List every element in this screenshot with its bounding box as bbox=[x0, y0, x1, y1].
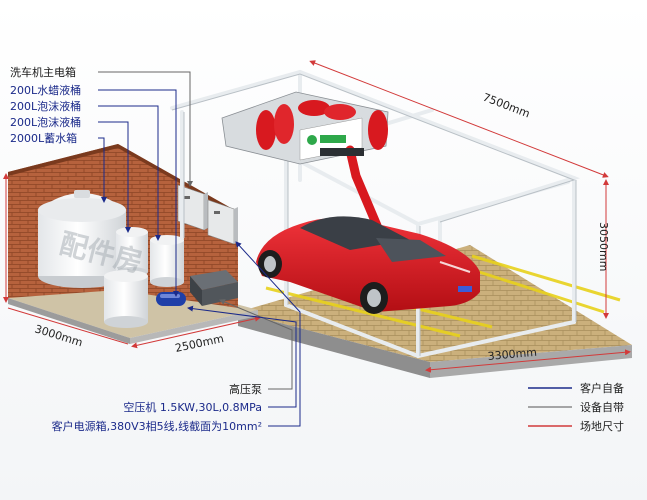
label-main-electric-box: 洗车机主电箱 bbox=[10, 65, 76, 79]
label-foam-barrel-1: 200L泡沫液桶 bbox=[10, 99, 81, 113]
legend: 客户自备 设备自带 场地尺寸 bbox=[528, 381, 624, 433]
legend-label-equipment: 设备自带 bbox=[580, 400, 624, 414]
callout-leaders-bottom bbox=[187, 241, 301, 427]
customer-power-box bbox=[207, 199, 238, 245]
label-air-compressor: 空压机 1.5KW,30L,0.8MPa bbox=[123, 400, 262, 414]
legend-label-site: 场地尺寸 bbox=[580, 419, 624, 433]
red-car bbox=[256, 216, 480, 314]
label-wax-barrel: 200L水蜡液桶 bbox=[10, 83, 81, 97]
legend-label-customer: 客户自备 bbox=[580, 381, 624, 395]
label-foam-barrel-2: 200L泡沫液桶 bbox=[10, 115, 81, 129]
label-water-tank: 2000L蓄水箱 bbox=[10, 131, 77, 145]
wax-barrel bbox=[104, 270, 148, 328]
label-customer-power-box: 客户电源箱,380V3相5线,线截面为10mm² bbox=[52, 419, 262, 433]
dimension-lines bbox=[3, 60, 631, 373]
callout-leaders-top bbox=[98, 71, 193, 297]
foam-barrel-1 bbox=[116, 227, 148, 277]
dimension-width: 3300mm bbox=[487, 346, 537, 363]
high-pressure-pump bbox=[190, 270, 238, 306]
foam-barrel-2 bbox=[150, 235, 184, 287]
dimension-height: 3050mm bbox=[597, 222, 610, 271]
label-high-pressure-pump: 高压泵 bbox=[229, 382, 262, 396]
air-compressor bbox=[156, 292, 186, 306]
